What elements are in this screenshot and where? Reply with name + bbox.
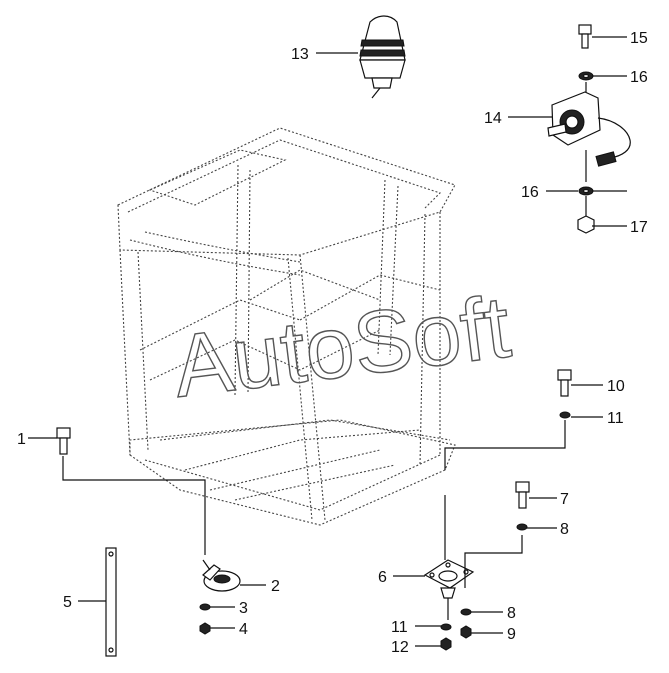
watermark-text: AutoSoft [168, 276, 515, 415]
callout-12: 12 [391, 639, 409, 656]
callout-17: 17 [630, 219, 648, 236]
callout-6: 6 [378, 569, 387, 586]
callout-13: 13 [291, 46, 309, 63]
reverse-alarm-part [547, 91, 631, 167]
callout-1: 1 [17, 431, 26, 448]
callout-10: 10 [607, 378, 625, 395]
callout-11-lower: 11 [391, 619, 408, 636]
beacon-lamp-part [359, 15, 406, 99]
bolt-right-upper-part [444, 369, 572, 470]
strap-part [105, 547, 117, 657]
cab-frame [117, 127, 456, 526]
callout-7: 7 [560, 491, 569, 508]
callout-5: 5 [63, 594, 72, 611]
callout-leaders [28, 36, 627, 647]
callout-11-right: 11 [607, 410, 624, 427]
bolt-left-part [56, 427, 206, 555]
callout-16-lower: 16 [521, 184, 539, 201]
callout-8-upper: 8 [560, 521, 569, 538]
bolt-right-lower-part [515, 481, 530, 531]
alarm-mount-part [423, 495, 523, 651]
callout-labels: 13 14 15 16 16 17 1 2 3 4 5 6 7 8 8 9 10… [17, 30, 648, 656]
callout-2: 2 [271, 578, 280, 595]
callout-9: 9 [507, 626, 516, 643]
callout-4: 4 [239, 621, 248, 638]
horn-part [199, 559, 241, 635]
callout-14: 14 [484, 110, 502, 127]
callout-8-lower: 8 [507, 605, 516, 622]
callout-16-upper: 16 [630, 69, 648, 86]
callout-15: 15 [630, 30, 648, 47]
alarm-fastener-stack [577, 24, 595, 234]
callout-3: 3 [239, 600, 248, 617]
